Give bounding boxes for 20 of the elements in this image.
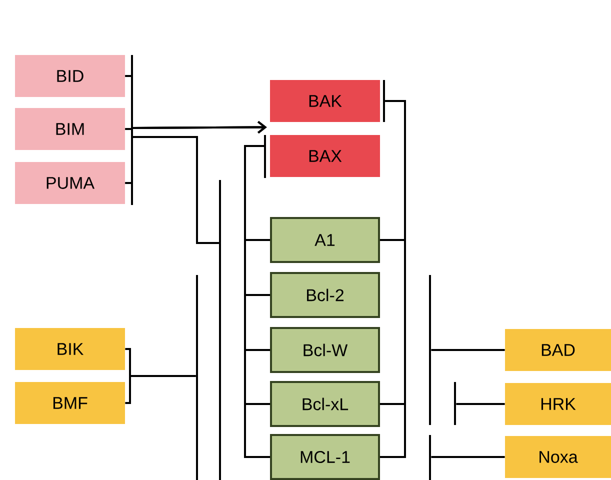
protein-box: PUMA [15, 162, 125, 204]
protein-box: MCL-1 [270, 434, 380, 480]
protein-box: Bcl-W [270, 327, 380, 373]
protein-box: BAX [270, 135, 380, 177]
protein-box: BMF [15, 382, 125, 424]
protein-box: Noxa [505, 436, 611, 478]
protein-box: BID [15, 55, 125, 97]
protein-box: BIM [15, 108, 125, 150]
protein-box: HRK [505, 383, 611, 425]
line [244, 145, 270, 458]
protein-box: BIK [15, 328, 125, 370]
line [456, 403, 505, 405]
line [125, 375, 196, 404]
protein-box: A1 [270, 217, 380, 263]
line [431, 349, 505, 351]
protein-box: BAK [270, 80, 380, 122]
protein-box: BAD [505, 329, 611, 371]
protein-box: Bcl-xL [270, 381, 380, 427]
line [431, 456, 505, 458]
protein-box: Bcl-2 [270, 272, 380, 318]
